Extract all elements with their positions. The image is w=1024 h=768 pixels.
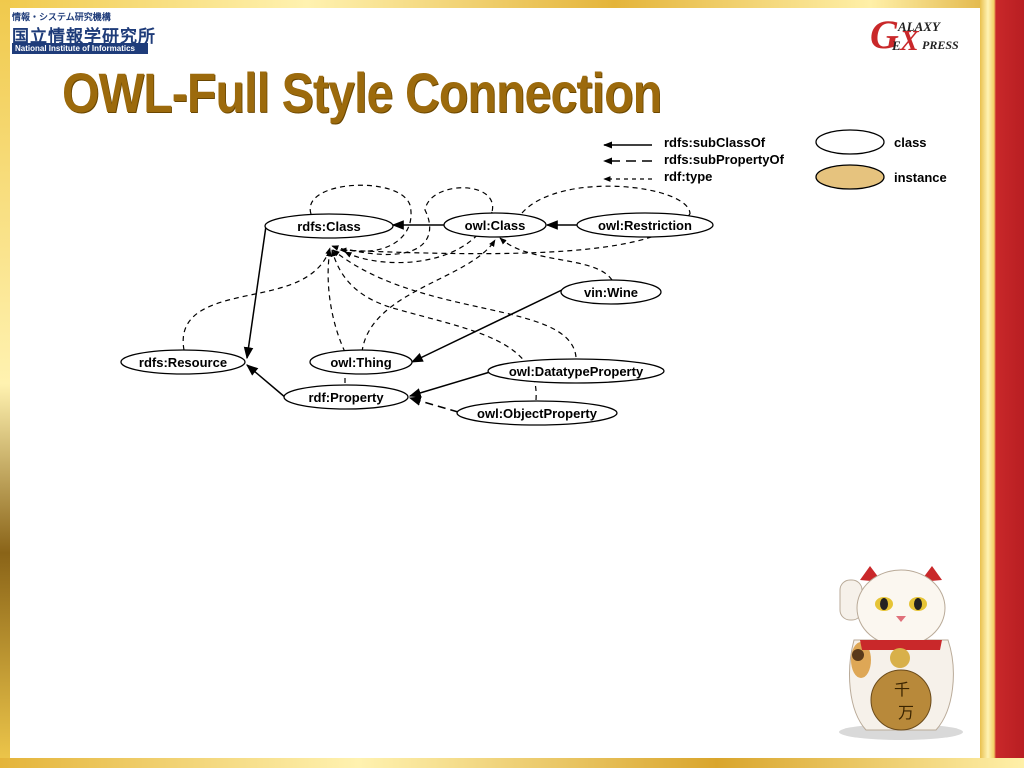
legend-instance-label: instance [894,170,947,185]
edge-thing-owlclass-type [361,239,496,353]
nii-logo-main-text: 国立情報学研究所 [12,27,156,46]
slide-title: OWL-Full Style Connection [62,61,662,124]
edge-rdfs-class-type [309,184,412,252]
edge-property-resource [246,364,287,399]
node-rdf-property-shape [283,384,409,410]
subproperty-edges [408,396,459,413]
legend-class-swatch [815,129,885,155]
legend: rdfs:subClassOf rdfs:subPropertyOf rdf:t… [603,129,947,190]
node-owl-datatype-property-shape [487,358,665,384]
node-rdf-property: rdf:Property [308,390,384,405]
node-owl-class-shape [443,212,547,238]
node-rdfs-class-shape [264,213,394,239]
node-rdfs-class: rdfs:Class [297,219,361,234]
bottom-border [0,758,1024,768]
edge-wine-thing [410,287,567,363]
edge-class-resource [243,225,267,360]
node-owl-object-property: owl:ObjectProperty [477,406,598,421]
subclass-edges [243,220,578,399]
svg-text:万: 万 [898,703,914,722]
node-owl-object-property-shape [456,400,618,426]
edge-restriction-loop [521,185,691,215]
edge-owl-class-type-a [349,187,494,255]
nodes: rdfs:Class owl:Class owl:Restriction vin… [120,212,714,426]
node-owl-thing-shape [309,349,413,375]
node-rdfs-resource: rdfs:Resource [139,355,227,370]
nii-logo-english-text: National Institute of Informatics [12,43,148,54]
top-border [0,0,1024,8]
edge-resource-type [182,247,331,351]
node-vin-wine: vin:Wine [584,285,638,300]
slide-canvas [10,8,980,758]
edge-objectprop-property [408,396,459,413]
node-owl-datatype-property: owl:DatatypeProperty [509,364,644,379]
legend-subclass-label: rdfs:subClassOf [664,135,766,150]
edge-thing-type [326,249,346,353]
svg-text:X: X [899,26,920,54]
svg-text:E: E [891,38,901,53]
right-border [980,0,1024,768]
left-border [0,0,10,768]
edge-wine-type [499,237,613,281]
node-rdfs-resource-shape [120,349,246,375]
legend-instance-swatch [815,164,885,190]
svg-text:PRESS: PRESS [922,38,959,52]
galaxy-express-logo: G ALAXY X E PRESS [870,12,959,54]
svg-text:G: G [870,12,899,54]
legend-type-label: rdf:type [664,169,712,184]
legend-class-label: class [894,135,927,150]
node-owl-class: owl:Class [465,218,526,233]
node-owl-restriction: owl:Restriction [598,218,692,233]
svg-text:千: 千 [894,680,910,699]
edge-datatype-property [408,371,491,398]
nii-logo-small-text: 情報・システム研究機構 [12,12,111,22]
edge-datatype-type [332,249,577,358]
nii-logo: 情報・システム研究機構 国立情報学研究所 National Institute … [12,10,155,54]
svg-text:ALAXY: ALAXY [897,19,941,34]
node-vin-wine-shape [560,279,662,305]
maneki-neko-image: 千 万 [839,566,963,740]
node-owl-thing: owl:Thing [330,355,391,370]
node-owl-restriction-shape [576,212,714,238]
legend-subproperty-label: rdfs:subPropertyOf [664,152,785,167]
edge-objectprop-type [330,249,537,401]
